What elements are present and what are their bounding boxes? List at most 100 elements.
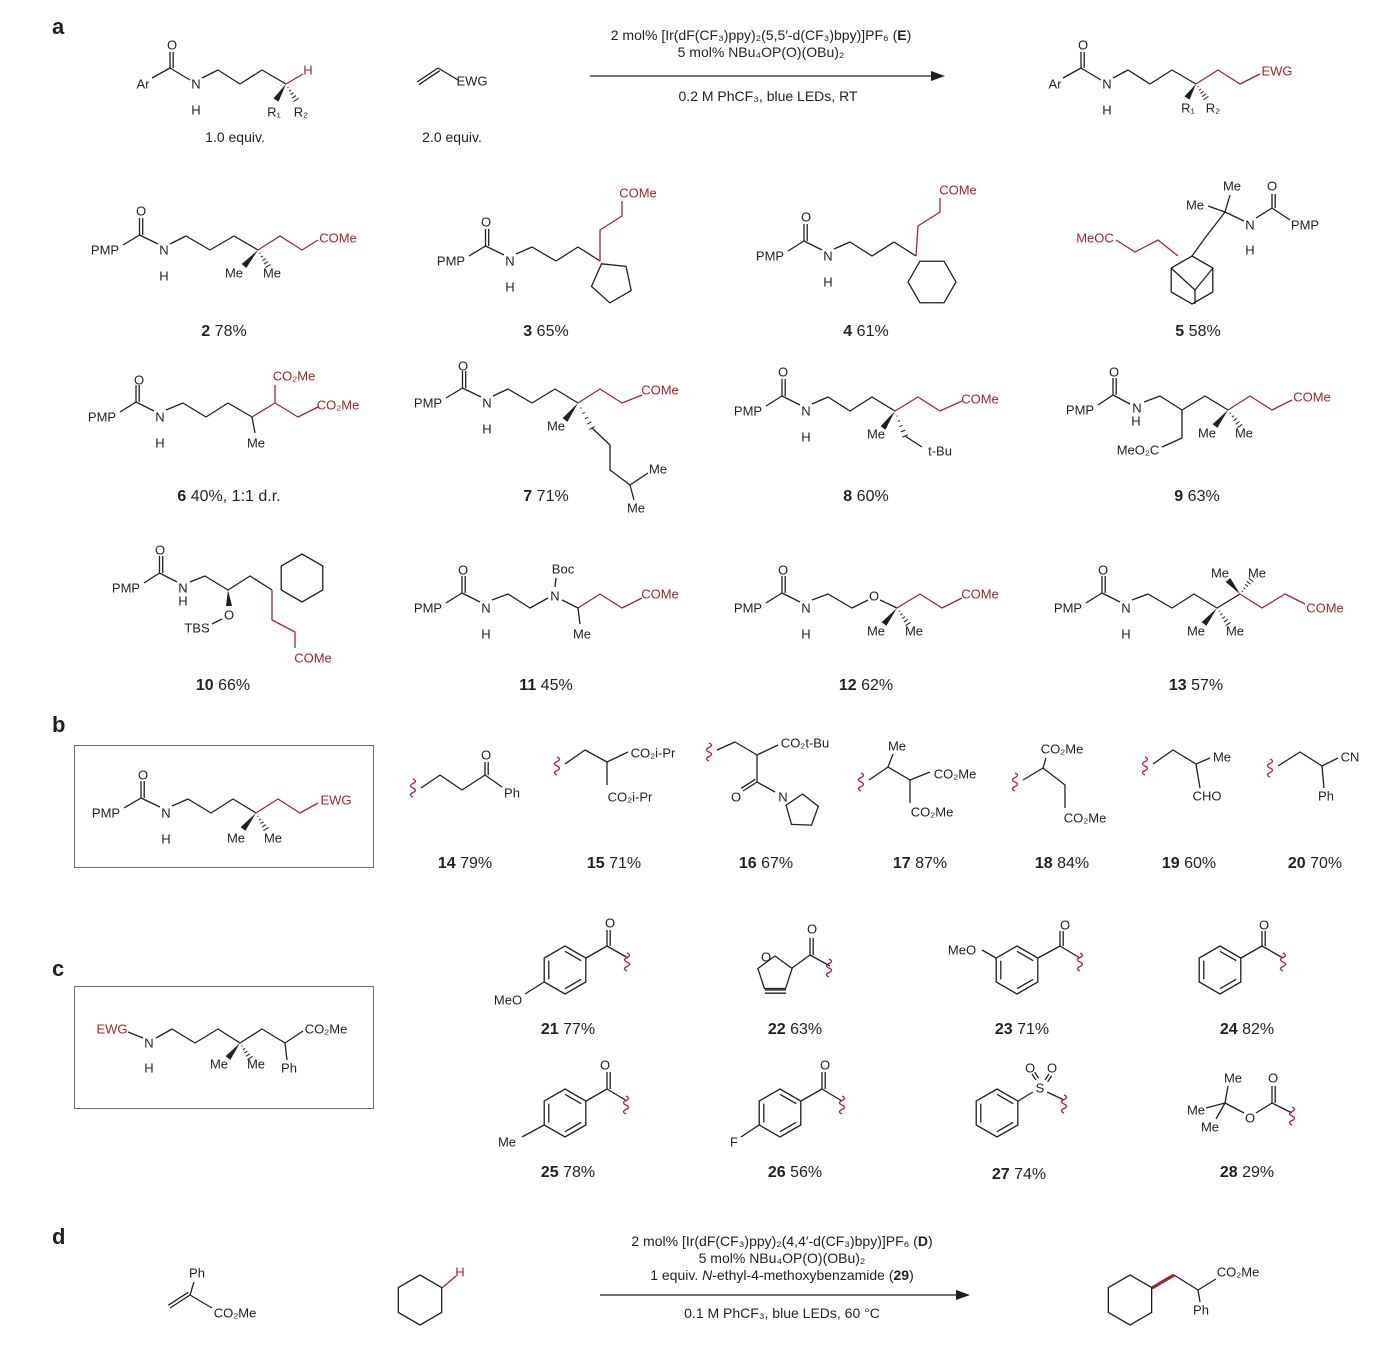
bond bbox=[261, 824, 267, 828]
wavy-bond-icon bbox=[838, 1095, 846, 1115]
amide-text-end: ) bbox=[909, 1266, 914, 1283]
bond bbox=[241, 1045, 243, 1047]
bond bbox=[1047, 1075, 1053, 1083]
bond bbox=[288, 89, 292, 92]
compound-yield-label: 25 78% bbox=[541, 1164, 595, 1182]
compound-yield-label: 13 57% bbox=[1169, 677, 1223, 695]
bond bbox=[1246, 580, 1251, 585]
wedge-bond bbox=[1225, 578, 1240, 594]
box-general-structure-c bbox=[74, 986, 374, 1109]
yield-value: 71% bbox=[609, 855, 642, 872]
compound-number: 7 bbox=[523, 488, 533, 505]
bond bbox=[285, 73, 304, 85]
atom-label: CO₂Me bbox=[1216, 1264, 1260, 1280]
bond bbox=[833, 241, 917, 257]
atom-label: O bbox=[1059, 917, 1071, 933]
yield-value: 40%, 1:1 d.r. bbox=[190, 488, 281, 505]
compound-yield-label: 20 70% bbox=[1288, 855, 1342, 873]
bond bbox=[1219, 978, 1237, 990]
wedge-bond bbox=[225, 1043, 240, 1060]
compound-number: 20 bbox=[1287, 855, 1306, 872]
amide-name: -ethyl-4-methoxybenzamide ( bbox=[712, 1266, 894, 1283]
reaction-a-conditions-top: 2 mol% [Ir(dF(CF₃)ppy)₂(5,5′-d(CF₃)bpy)]… bbox=[611, 27, 911, 61]
ring bbox=[995, 945, 1039, 995]
bond bbox=[1046, 1091, 1065, 1101]
atom-label: O bbox=[154, 542, 166, 558]
bond bbox=[606, 1088, 628, 1102]
compound-yield-label: 26 56% bbox=[768, 1164, 822, 1182]
bond bbox=[271, 590, 296, 648]
atom-label: H bbox=[801, 429, 811, 445]
yield-value: 71% bbox=[1017, 1021, 1050, 1038]
wavy-bond-icon bbox=[623, 952, 631, 972]
atom-label: CO₂t-Bu bbox=[780, 735, 830, 751]
wavy-bond-icon bbox=[857, 772, 865, 792]
atom-label: Ar bbox=[136, 76, 150, 92]
bond bbox=[894, 396, 963, 412]
atom-label: Boc bbox=[551, 561, 575, 577]
compound-number: 21 bbox=[540, 1021, 559, 1038]
bond bbox=[1101, 592, 1121, 603]
bond bbox=[119, 401, 137, 413]
bond bbox=[901, 616, 906, 620]
bond bbox=[274, 402, 319, 418]
compound-yield-label: 5 58% bbox=[1175, 323, 1220, 341]
atom-label: Ar bbox=[1048, 76, 1062, 92]
atom-label: O bbox=[1108, 364, 1120, 380]
bond bbox=[284, 1042, 288, 1061]
bond bbox=[1203, 95, 1209, 101]
bond bbox=[462, 387, 482, 398]
bond bbox=[1205, 1102, 1226, 1109]
atom-label: H bbox=[178, 593, 188, 609]
atom-label: Ph bbox=[189, 1265, 205, 1281]
bond bbox=[1223, 619, 1229, 623]
reaction-arrow-head bbox=[931, 71, 945, 81]
bond bbox=[189, 575, 273, 591]
bond bbox=[293, 97, 299, 103]
bond bbox=[800, 1088, 823, 1102]
atom-label: O bbox=[599, 1057, 611, 1073]
bond bbox=[211, 618, 223, 625]
atom-label: O bbox=[1077, 37, 1089, 53]
atom-label: CO₂i-Pr bbox=[630, 745, 676, 761]
bond bbox=[1115, 239, 1179, 257]
bond bbox=[564, 1093, 582, 1105]
atom-label: H bbox=[455, 1264, 465, 1280]
atom-label: COMe bbox=[1306, 600, 1344, 616]
atom-label: CO₂Me bbox=[910, 804, 954, 820]
bond bbox=[915, 198, 941, 257]
atom-label: H bbox=[481, 626, 491, 642]
bond bbox=[905, 621, 911, 627]
bond bbox=[787, 240, 805, 252]
bond bbox=[416, 67, 439, 83]
ring bbox=[543, 945, 587, 995]
bond bbox=[1059, 945, 1081, 959]
bond bbox=[258, 818, 262, 821]
compound-yield-label: 23 71% bbox=[995, 1021, 1049, 1039]
bond bbox=[582, 411, 585, 415]
atom-label: PMP bbox=[111, 580, 141, 596]
compound-yield-label: 22 63% bbox=[768, 1021, 822, 1039]
bond bbox=[165, 402, 256, 434]
bond bbox=[900, 613, 903, 616]
bond bbox=[420, 774, 486, 791]
atom-label: EWG bbox=[96, 1021, 128, 1037]
atom-label: CO₂Me bbox=[1063, 810, 1107, 826]
atom-label: O bbox=[1258, 917, 1270, 933]
bond bbox=[1195, 69, 1261, 85]
bond bbox=[259, 252, 261, 254]
atom-label: COMe bbox=[641, 586, 679, 602]
bond bbox=[468, 245, 486, 257]
bond bbox=[1097, 394, 1114, 406]
compound-yield-label: 4 61% bbox=[843, 323, 888, 341]
bond bbox=[811, 593, 869, 609]
bond bbox=[1225, 621, 1231, 627]
atom-label: O bbox=[457, 358, 469, 374]
amide-number: 29 bbox=[893, 1266, 910, 1283]
bond bbox=[1131, 593, 1241, 609]
atom-label: Me bbox=[1223, 1070, 1243, 1086]
atom-label: H bbox=[191, 102, 201, 118]
bond bbox=[591, 427, 649, 486]
wedge-bond bbox=[226, 590, 232, 607]
atom-label: PMP bbox=[436, 253, 466, 269]
